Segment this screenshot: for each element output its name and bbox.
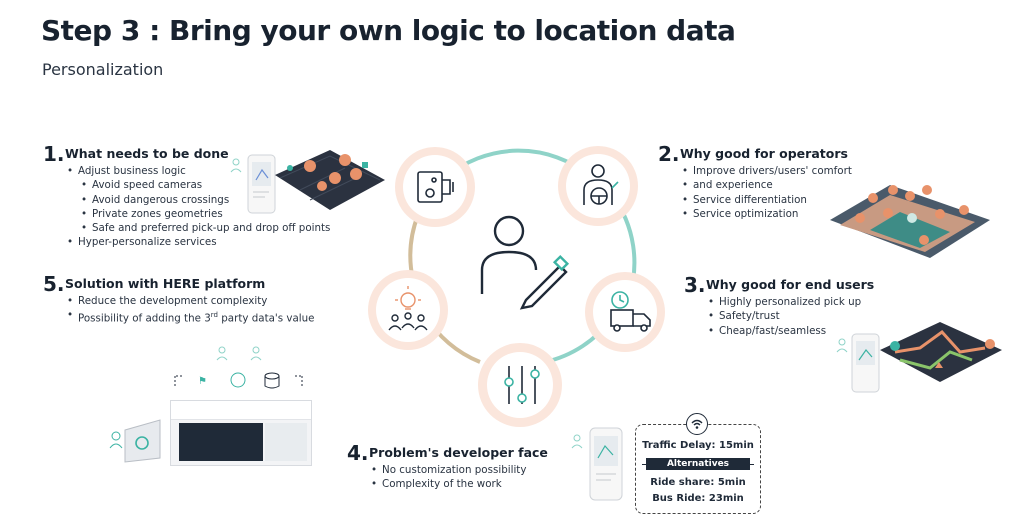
- dark-map-illustration: [230, 150, 385, 214]
- team-lightbulb-icon: [388, 286, 428, 331]
- list-item: Avoid dangerous crossings: [65, 193, 330, 208]
- alternatives-label: Alternatives: [646, 458, 750, 470]
- bus-ride-label: Bus Ride: 23min: [652, 493, 744, 504]
- section-number: 4.: [347, 441, 369, 465]
- traffic-delay-label: Traffic Delay: 15min: [642, 440, 754, 451]
- list-item: Cheap/fast/seamless: [706, 324, 861, 339]
- wifi-icon: [686, 413, 708, 435]
- section-list: Adjust business logic Avoid speed camera…: [65, 164, 330, 250]
- section-list: Improve drivers/users' comfort and exper…: [680, 164, 852, 221]
- circle-fg: [487, 352, 553, 418]
- section-list: No customization possibility Complexity …: [369, 463, 526, 492]
- list-item: Service differentiation: [680, 193, 852, 208]
- end-user-map-illustration: [836, 322, 1002, 393]
- list-item: Possibility of adding the 3rd party data…: [65, 308, 315, 326]
- list-item: Avoid speed cameras: [65, 178, 330, 193]
- list-item: Complexity of the work: [369, 477, 526, 492]
- section-number: 2.: [658, 142, 680, 166]
- list-item: Hyper-personalize services: [65, 235, 330, 250]
- list-item: Reduce the development complexity: [65, 294, 315, 309]
- driver-steering-wheel-icon: [583, 164, 619, 205]
- list-item: No customization possibility: [369, 463, 526, 478]
- operator-map-illustration: [830, 185, 990, 258]
- list-item: Highly personalized pick up: [706, 295, 861, 310]
- circle-fg: [593, 280, 657, 344]
- list-item: Safe and preferred pick-up and drop off …: [65, 221, 330, 236]
- section-heading: Solution with HERE platform: [65, 276, 266, 291]
- list-item: Adjust business logic: [65, 164, 330, 179]
- svg-text:⚑: ⚑: [198, 376, 207, 387]
- page-subtitle: Personalization: [42, 60, 164, 79]
- delivery-truck-clock-icon: [610, 291, 651, 332]
- traffic-card: Traffic Delay: 15min Alternatives Ride s…: [635, 424, 761, 514]
- section-heading: What needs to be done: [65, 146, 229, 161]
- circle-fg: [566, 154, 630, 218]
- section-heading: Why good for operators: [680, 146, 848, 161]
- section-heading: Problem's developer face: [369, 445, 548, 460]
- page-title: Step 3 : Bring your own logic to locatio…: [41, 14, 736, 47]
- dashboard-header: [171, 401, 311, 420]
- circle-fg: [376, 278, 440, 342]
- ride-share-label: Ride share: 5min: [650, 477, 746, 488]
- section-list: Reduce the development complexity Possib…: [65, 294, 315, 326]
- phone-illustration: [571, 427, 623, 501]
- section-list: Highly personalized pick up Safety/trust…: [706, 295, 861, 338]
- section-number: 3.: [684, 273, 706, 297]
- section-number: 5.: [43, 272, 65, 296]
- sliders-icon: [504, 366, 540, 404]
- list-item: Safety/trust: [706, 309, 861, 324]
- dashboard-map-panel: [265, 423, 307, 461]
- list-item-continuation: and experience: [680, 178, 852, 193]
- list-item: Private zones geometries: [65, 207, 330, 222]
- person-with-pen-icon: [480, 215, 570, 310]
- list-item: Service optimization: [680, 207, 852, 222]
- developer-dashboard-illustration: ⚑: [109, 346, 303, 463]
- speed-camera-icon: [417, 171, 454, 203]
- section-heading: Why good for end users: [706, 277, 875, 292]
- list-item: Improve drivers/users' comfort: [680, 164, 852, 179]
- circle-fg: [403, 155, 467, 219]
- dashboard-alert-panel: [179, 423, 263, 461]
- dashboard-mockup: [170, 400, 312, 466]
- section-number: 1.: [43, 142, 65, 166]
